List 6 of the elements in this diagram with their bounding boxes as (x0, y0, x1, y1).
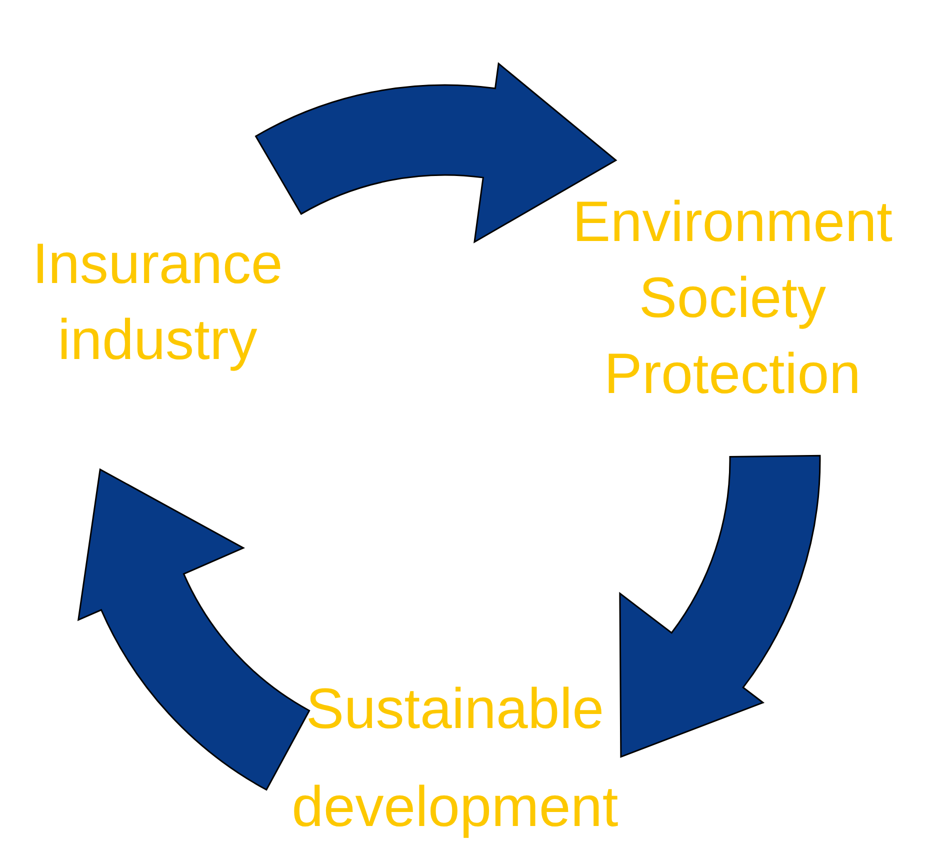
label-text: Environment Society Protection (572, 190, 892, 406)
label-text: Sustainable development (292, 677, 618, 839)
curved-arrow (255, 62, 617, 243)
curved-arrow (78, 468, 310, 790)
label-text: Insurance industry (32, 232, 283, 372)
curved-arrow (619, 454, 821, 758)
